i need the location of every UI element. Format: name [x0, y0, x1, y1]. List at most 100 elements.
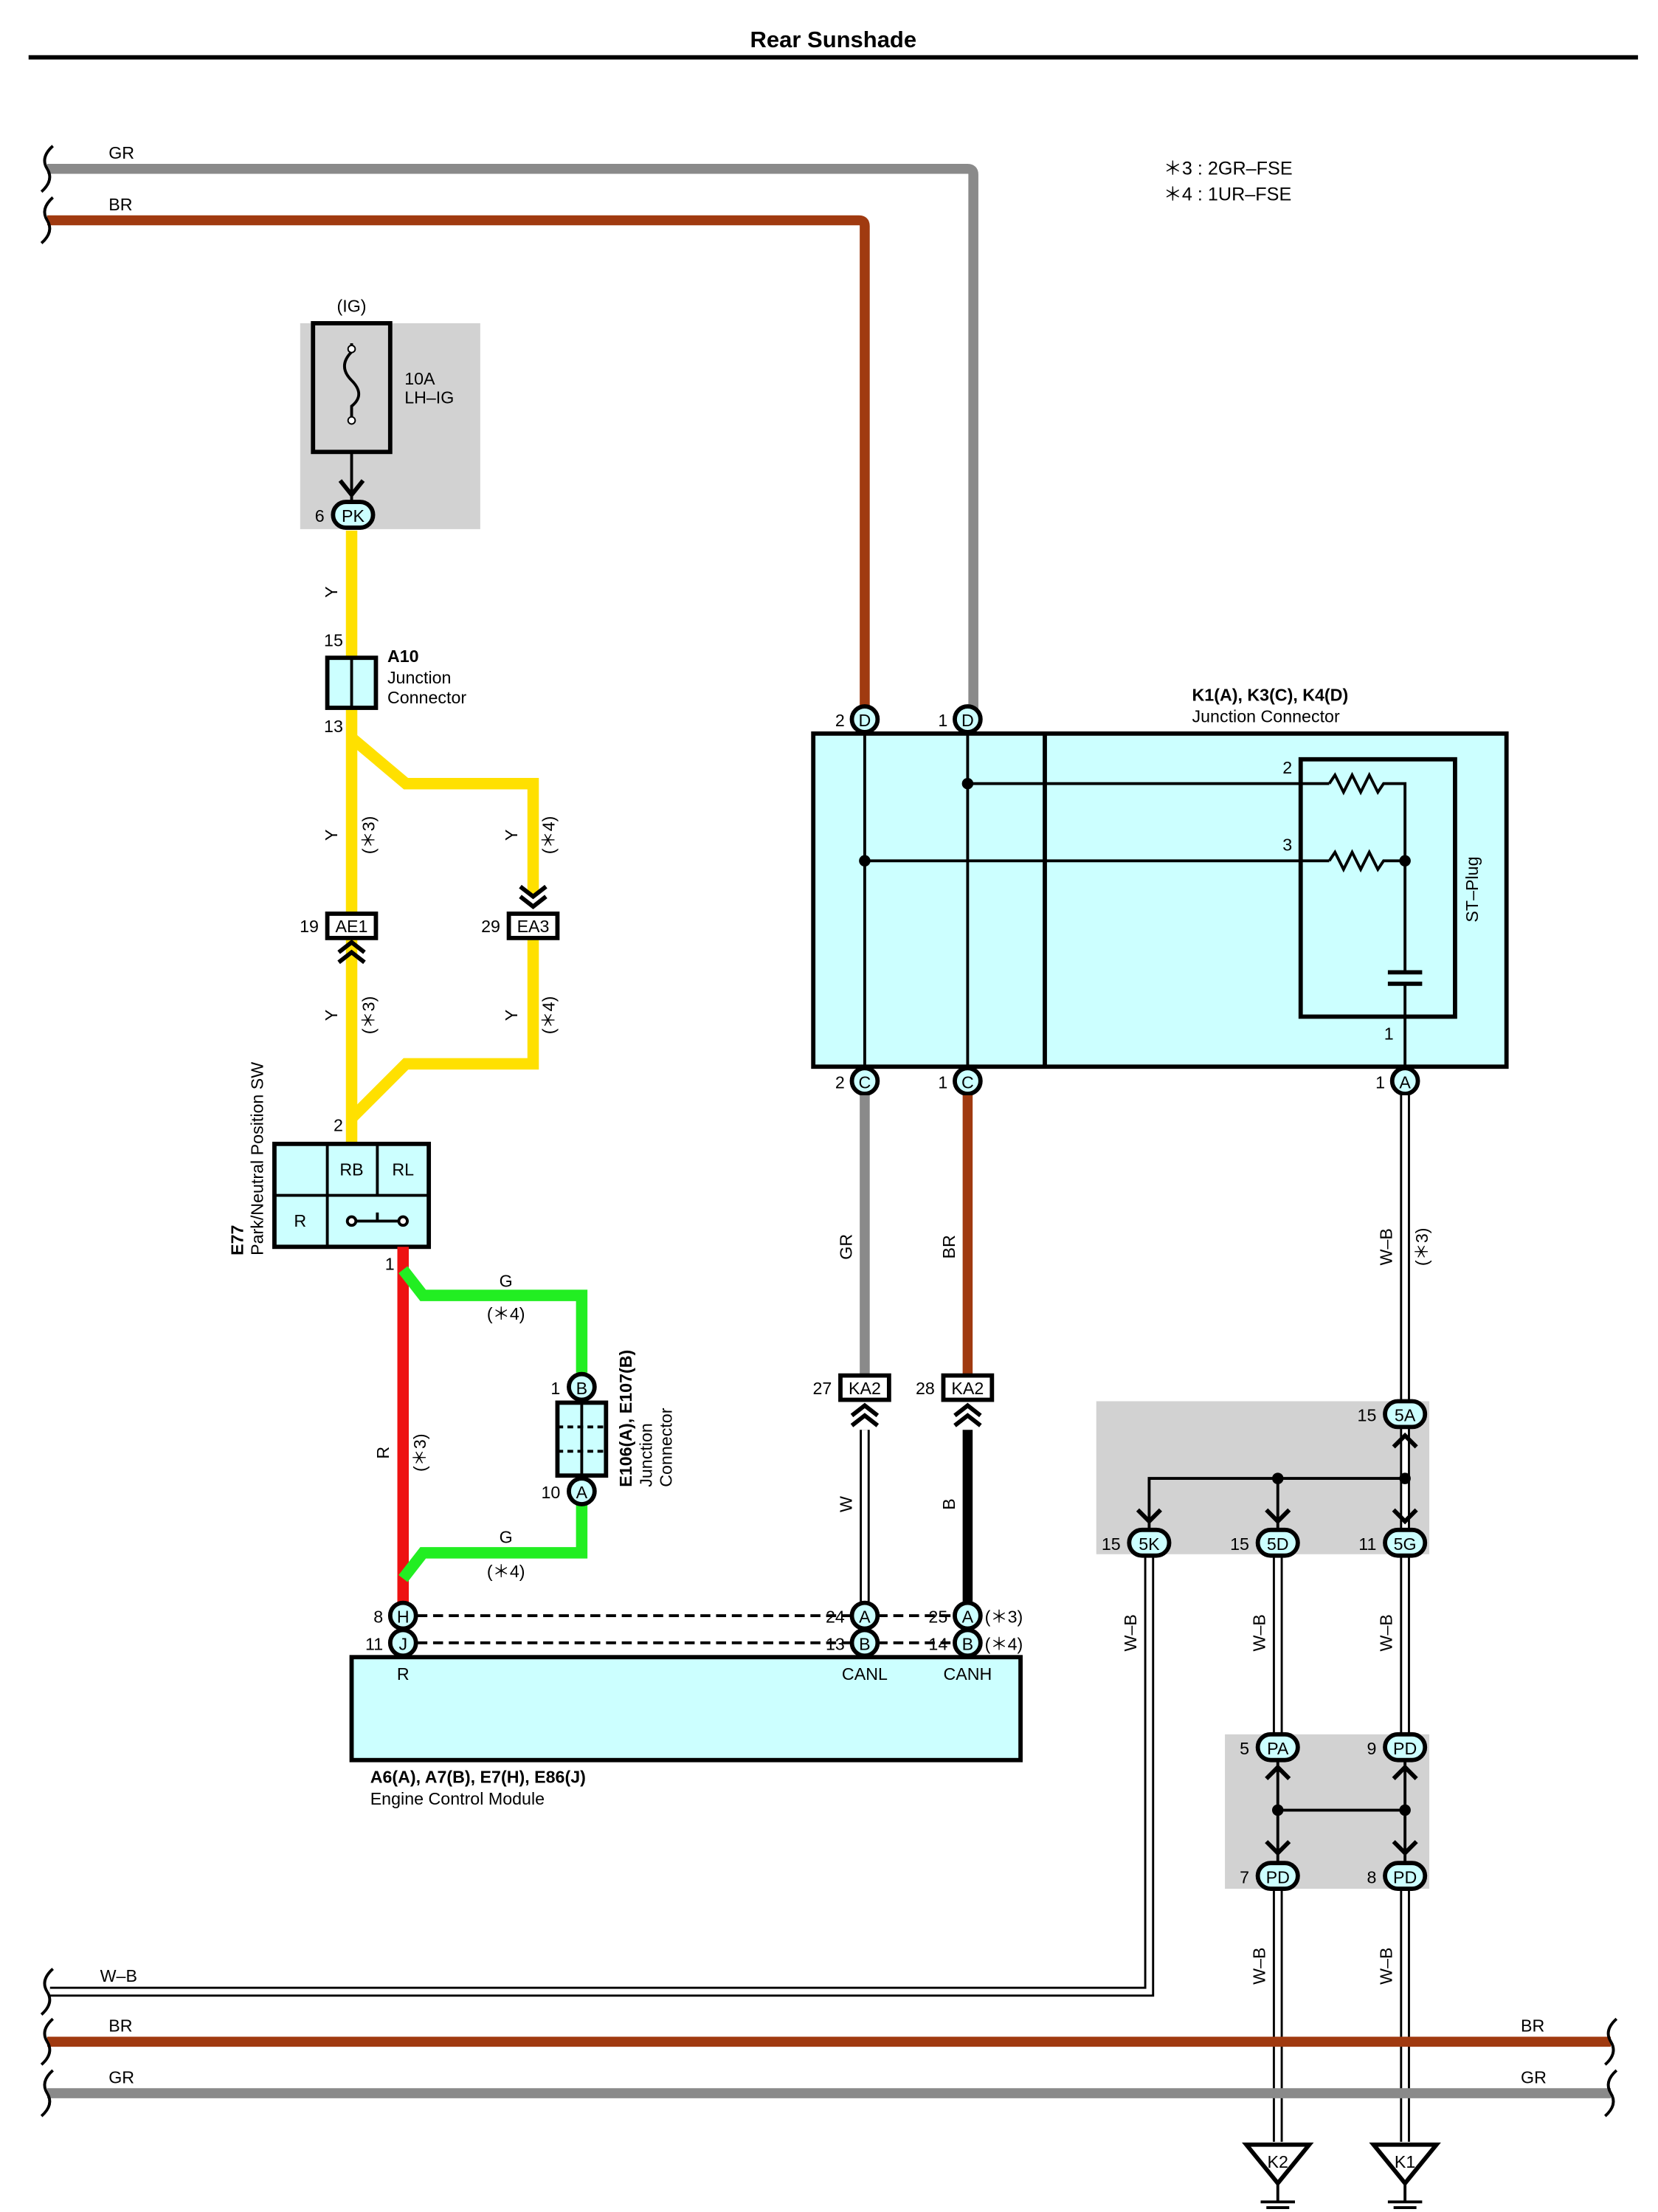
- wb-label-5g: W–B: [1377, 1614, 1396, 1651]
- ground-k2-label: K2: [1268, 2152, 1288, 2171]
- page-title: Rear Sunshade: [750, 27, 917, 52]
- ecm-conn-h: H: [397, 1608, 410, 1627]
- fuse-pk-connector: [331, 500, 376, 530]
- e106-code: E106(A), E107(B): [616, 1350, 635, 1487]
- e77-cell-rl: RL: [392, 1160, 414, 1179]
- sp1-5g-pin: 11: [1358, 1534, 1376, 1554]
- ecm-pin-14: 14: [928, 1635, 947, 1654]
- sp1-5d-conn: 5D: [1267, 1534, 1289, 1554]
- wb-label-k2: W–B: [1249, 1947, 1268, 1984]
- top-gr-label: GR: [108, 143, 134, 162]
- e77-pin-in: 2: [334, 1115, 343, 1134]
- sp1-5k-conn: 5K: [1139, 1534, 1160, 1554]
- a10-junction-connector: 15 13 A10 Junction Connector: [324, 631, 466, 736]
- ae1-pin: 19: [300, 917, 319, 936]
- wb-label-k1: W–B: [1377, 1947, 1396, 1984]
- a10-code: A10: [387, 647, 419, 666]
- sp2-pd8-pin: 8: [1367, 1867, 1376, 1887]
- a10-pin-top: 15: [324, 631, 343, 650]
- ecm-title: A6(A), A7(B), E7(H), E86(J): [370, 1768, 586, 1787]
- jc-title: K1(A), K3(C), K4(D): [1192, 685, 1349, 704]
- jc-bot-conn-1: C: [859, 1072, 871, 1092]
- ground-k1-label: K1: [1395, 2152, 1415, 2171]
- wb-label-jc: W–B: [1377, 1228, 1396, 1265]
- fuse-pk-label: PK: [342, 506, 365, 526]
- red-wire: R (＊3): [373, 1247, 429, 1608]
- a10-line2: Connector: [387, 688, 466, 707]
- a10-line1: Junction: [387, 668, 452, 687]
- can-w-label: W: [836, 1496, 855, 1512]
- e106-line1: Junction: [636, 1423, 655, 1487]
- jc-bot-conn-3: A: [1399, 1072, 1411, 1092]
- jc-top-conn-1: D: [859, 711, 871, 730]
- fuse-rating: 10A: [404, 369, 435, 388]
- jc-cap-pin: 1: [1384, 1024, 1394, 1043]
- splice-2-pins: PA 5 PD 9 PD 7 PD 8: [1240, 1732, 1428, 1891]
- ka2-left-pin: 27: [813, 1379, 832, 1398]
- jc-name: Junction Connector: [1192, 706, 1340, 726]
- y-label-1: Y: [322, 586, 341, 598]
- note-4: ＊4 : 1UR–FSE: [1164, 184, 1291, 204]
- wb-label-5d: W–B: [1249, 1614, 1268, 1651]
- jc-bot-pin-2: 1: [938, 1072, 947, 1092]
- e77-cell-rb: RB: [339, 1160, 363, 1179]
- ecm-conn-j: J: [398, 1635, 407, 1654]
- sp2-pa-conn: PA: [1267, 1739, 1289, 1758]
- fuse-pin: 6: [315, 506, 325, 526]
- jc-res-pin-2: 2: [1282, 758, 1292, 777]
- ecm-name: Engine Control Module: [370, 1789, 545, 1808]
- jc-top-pins: D 2 D 1: [835, 704, 983, 734]
- ea3-connector: EA3 29: [481, 884, 560, 940]
- e106-pin-b: 1: [550, 1379, 560, 1398]
- e106-conn-b: B: [576, 1379, 588, 1398]
- junction-connector-k: K1(A), K3(C), K4(D) Junction Connector 2…: [811, 685, 1509, 1069]
- can-b-label: B: [939, 1498, 958, 1509]
- ecm-conn-b1: B: [859, 1635, 871, 1654]
- ea3-label: EA3: [517, 917, 550, 936]
- e77-cell-r: R: [294, 1211, 306, 1230]
- sp1-5g-conn: 5G: [1394, 1534, 1417, 1554]
- ecm-var-4: (＊4): [985, 1635, 1023, 1654]
- can-gr-label: GR: [836, 1234, 855, 1260]
- ecm-conn-a1: A: [859, 1608, 871, 1627]
- e77-code: E77: [227, 1225, 246, 1255]
- jc-plug-label: ST–Plug: [1462, 856, 1482, 922]
- can-br-label: BR: [939, 1235, 958, 1258]
- jc-top-pin-2: 1: [938, 711, 947, 730]
- sp1-5k-pin: 15: [1102, 1534, 1121, 1554]
- bottom-gr-left: GR: [108, 2067, 134, 2087]
- sp2-pd-top-conn: PD: [1393, 1739, 1417, 1758]
- top-wires: GR BR: [40, 143, 978, 709]
- jc-top-conn-2: D: [961, 711, 974, 730]
- can-wires: GR BR W B: [836, 1095, 973, 1602]
- splice-arrows: [1136, 1432, 1418, 1856]
- sp2-pd7-conn: PD: [1266, 1867, 1290, 1887]
- note-3: ＊3 : 2GR–FSE: [1164, 158, 1293, 179]
- g-var-2: (＊4): [487, 1562, 525, 1581]
- splice-1-pins: 5A 15 5K 15 5D 15 5G 11: [1102, 1399, 1428, 1558]
- e106-conn-a: A: [576, 1483, 588, 1502]
- e106-junction-connector: B 1 A 10 E106(A), E107(B) Junction Conne…: [541, 1350, 675, 1506]
- y-label-5: Y: [502, 1010, 521, 1021]
- ground-k1: K1: [1369, 2142, 1441, 2209]
- e77-park-neutral-switch: 2 RB RL R E77 Park/Neutral Position SW 1: [227, 1062, 432, 1273]
- jc-bot-conn-2: C: [961, 1072, 974, 1092]
- y-var-2: (＊3): [359, 816, 379, 855]
- ka2-right-pin: 28: [916, 1379, 935, 1398]
- jc-bottom-pins: C 2 C 1 A 1: [835, 1066, 1420, 1096]
- e106-pin-a: 10: [541, 1483, 560, 1502]
- y-label-2: Y: [322, 830, 341, 841]
- wb-label-5k: W–B: [1121, 1614, 1140, 1651]
- fuse-lh-ig: (IG) 10A LH–IG: [311, 296, 454, 501]
- y-label-4: Y: [322, 1010, 341, 1021]
- ecm-pin-11: 11: [365, 1635, 383, 1654]
- bottom-br-right: BR: [1521, 2016, 1544, 2036]
- sp2-pa-pin: 5: [1240, 1739, 1249, 1758]
- jc-top-pin-1: 2: [835, 711, 845, 730]
- top-br-label: BR: [108, 195, 132, 214]
- fuse-name: LH–IG: [404, 387, 454, 407]
- sp1-5d-pin: 15: [1230, 1534, 1249, 1554]
- ea3-pin: 29: [481, 917, 500, 936]
- ecm-conn-b2: B: [962, 1635, 974, 1654]
